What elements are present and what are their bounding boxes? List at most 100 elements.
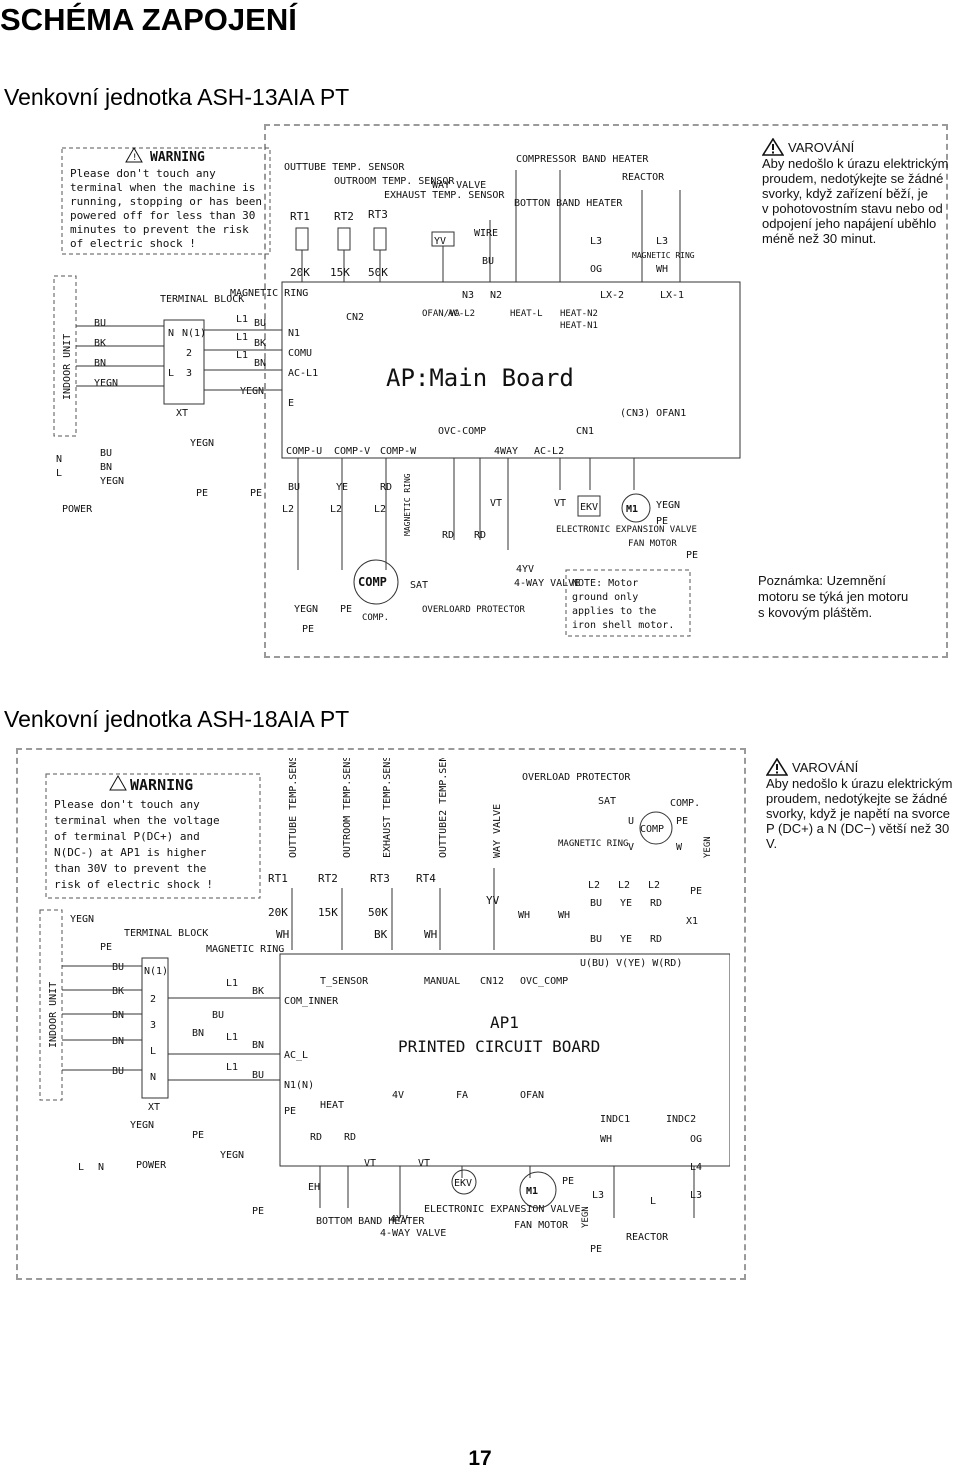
s1-rt-labels: RT1 RT2 RT3 20K 15K 50K (290, 208, 388, 279)
svg-text:N(1): N(1) (182, 328, 206, 339)
svg-text:BN: BN (100, 462, 112, 473)
s2-left: INDOOR UNIT YEGN PE TERMINAL BLOCK MAGNE… (39, 909, 284, 1217)
svg-text:running, stopping or has been: running, stopping or has been (70, 195, 262, 208)
s1-thermistors (295, 170, 681, 282)
s1-bottom: BU YE RD L2 L2 L2 MAGNETIC RING VT VT RD… (282, 458, 698, 637)
s2-board (279, 953, 730, 1167)
svg-text:BU: BU (254, 318, 266, 329)
svg-text:OVC_COMP: OVC_COMP (520, 976, 568, 987)
svg-text:RD: RD (474, 530, 486, 541)
svg-text:15K: 15K (318, 906, 338, 919)
svg-text:L4: L4 (690, 1162, 702, 1173)
svg-text:OUTROOM TEMP.SENSOR: OUTROOM TEMP.SENSOR (342, 758, 353, 858)
svg-text:4YV: 4YV (390, 1214, 408, 1225)
page-number: 17 (468, 1447, 492, 1470)
svg-text:CN12: CN12 (480, 976, 504, 987)
svg-text:BU: BU (94, 318, 106, 329)
svg-text:RD: RD (344, 1132, 356, 1143)
svg-text:YEGN: YEGN (240, 386, 264, 397)
svg-text:FAN MOTOR: FAN MOTOR (514, 1220, 569, 1231)
svg-text:PE: PE (590, 1244, 602, 1255)
svg-text:BK: BK (94, 338, 106, 349)
svg-text:YEGN: YEGN (294, 604, 318, 615)
svg-text:PE: PE (656, 516, 668, 527)
svg-text:BU: BU (100, 448, 112, 459)
svg-text:COMPRESSOR BAND HEATER: COMPRESSOR BAND HEATER (516, 154, 649, 165)
svg-text:E: E (288, 398, 294, 409)
svg-text:OVERLOARD PROTECTOR: OVERLOARD PROTECTOR (422, 605, 526, 615)
svg-text:PRINTED CIRCUIT BOARD: PRINTED CIRCUIT BOARD (398, 1037, 600, 1056)
svg-text:XT: XT (148, 1102, 160, 1113)
svg-text:BN: BN (252, 1040, 264, 1051)
warning-triangle-icon (766, 758, 788, 776)
svg-text:PE: PE (192, 1130, 204, 1141)
svg-text:OUTTUBE TEMP. SENSOR: OUTTUBE TEMP. SENSOR (284, 162, 405, 173)
s2-warning-line: svorky, když je napětí na svorce (766, 806, 951, 821)
svg-text:RD: RD (442, 530, 454, 541)
svg-text:L1: L1 (226, 978, 238, 989)
s1-warning-line: v pohotovostním stavu nebo od (762, 201, 943, 216)
svg-text:COMP.: COMP. (362, 613, 389, 623)
svg-text:HEAT: HEAT (320, 1100, 344, 1111)
svg-text:PE: PE (284, 1106, 296, 1117)
svg-text:BU: BU (590, 934, 602, 945)
s1-sensor-labels: OUTTUBE TEMP. SENSOR OUTROOM TEMP. SENSO… (284, 154, 665, 209)
svg-text:FAN MOTOR: FAN MOTOR (628, 539, 677, 549)
s2-side-warning: VAROVÁNÍ Aby nedošlo k úrazu elektrickým… (766, 758, 960, 851)
svg-text:EXHAUST TEMP. SENSOR: EXHAUST TEMP. SENSOR (384, 190, 505, 201)
svg-text:N(1): N(1) (144, 966, 168, 977)
svg-text:POWER: POWER (62, 504, 93, 515)
svg-text:PE: PE (302, 624, 314, 635)
svg-text:YEGN: YEGN (220, 1150, 244, 1161)
s1-board-pins: N3 N2 LX-2 LX-1 OFAN/VA AC-L2 HEAT-L HEA… (286, 290, 686, 457)
svg-text:L: L (650, 1196, 656, 1207)
svg-text:N3: N3 (462, 290, 474, 301)
svg-text:HEAT-L: HEAT-L (510, 309, 543, 319)
svg-text:COMP-W: COMP-W (380, 446, 417, 457)
svg-text:L1: L1 (226, 1032, 238, 1043)
svg-text:BU: BU (252, 1070, 264, 1081)
s1-note: Poznámka: Uzemnění motoru se týká jen mo… (758, 573, 958, 621)
svg-text:L: L (168, 368, 174, 379)
svg-text:VT: VT (554, 498, 566, 509)
svg-text:20K: 20K (268, 906, 288, 919)
svg-text:COM_INNER: COM_INNER (284, 996, 339, 1007)
svg-text:ELECTRONIC EXPANSION VALVE: ELECTRONIC EXPANSION VALVE (556, 525, 697, 535)
svg-text:ELECTRONIC EXPANSION VALVE: ELECTRONIC EXPANSION VALVE (424, 1204, 581, 1215)
svg-text:MANUAL: MANUAL (424, 976, 460, 987)
section1-wiring-diagram: ! WARNING Please don't touch any termina… (53, 146, 741, 637)
section1-heading: Venkovní jednotka ASH-13AIA PT (4, 84, 350, 110)
svg-text:L: L (56, 468, 62, 479)
svg-text:COMP-V: COMP-V (334, 446, 370, 457)
svg-text:MAGNETIC RING: MAGNETIC RING (632, 251, 695, 260)
svg-text:COMP: COMP (358, 575, 387, 589)
svg-text:BK: BK (374, 928, 388, 941)
svg-text:RD: RD (310, 1132, 322, 1143)
svg-text:MAGNETIC RING: MAGNETIC RING (206, 944, 284, 955)
svg-text:N: N (150, 1072, 156, 1083)
svg-text:BK: BK (254, 338, 266, 349)
svg-text:than 30V to prevent the: than 30V to prevent the (54, 862, 206, 875)
svg-text:YE: YE (620, 934, 632, 945)
svg-text:4-WAY VALVE: 4-WAY VALVE (514, 578, 580, 589)
s1-warning-title: VAROVÁNÍ (788, 139, 855, 155)
svg-text:L2: L2 (588, 880, 600, 891)
s1-warning-box-title: WARNING (150, 150, 205, 165)
svg-text:M1: M1 (526, 1186, 538, 1197)
s2-warning-line: P (DC+) a N (DC−) větší než 30 V. (766, 821, 950, 851)
svg-text:BU: BU (112, 962, 124, 973)
svg-text:INDOOR UNIT: INDOOR UNIT (48, 982, 59, 1048)
svg-text:OFAN: OFAN (520, 1090, 544, 1101)
svg-text:BOTTOM BAND HEATER: BOTTOM BAND HEATER (316, 1216, 425, 1227)
svg-text:TERMINAL BLOCK: TERMINAL BLOCK (160, 294, 244, 305)
svg-text:T_SENSOR: T_SENSOR (320, 976, 369, 987)
svg-text:VT: VT (364, 1158, 376, 1169)
svg-text:INDC1: INDC1 (600, 1114, 630, 1125)
svg-text:XT: XT (176, 408, 188, 419)
svg-text:3: 3 (186, 368, 192, 379)
svg-text:PE: PE (196, 488, 208, 499)
s1-warning-line: Aby nedošlo k úrazu elektrickým (762, 156, 949, 171)
svg-text:PE: PE (690, 886, 702, 897)
svg-text:L: L (150, 1046, 156, 1057)
svg-text:4V: 4V (392, 1090, 404, 1101)
